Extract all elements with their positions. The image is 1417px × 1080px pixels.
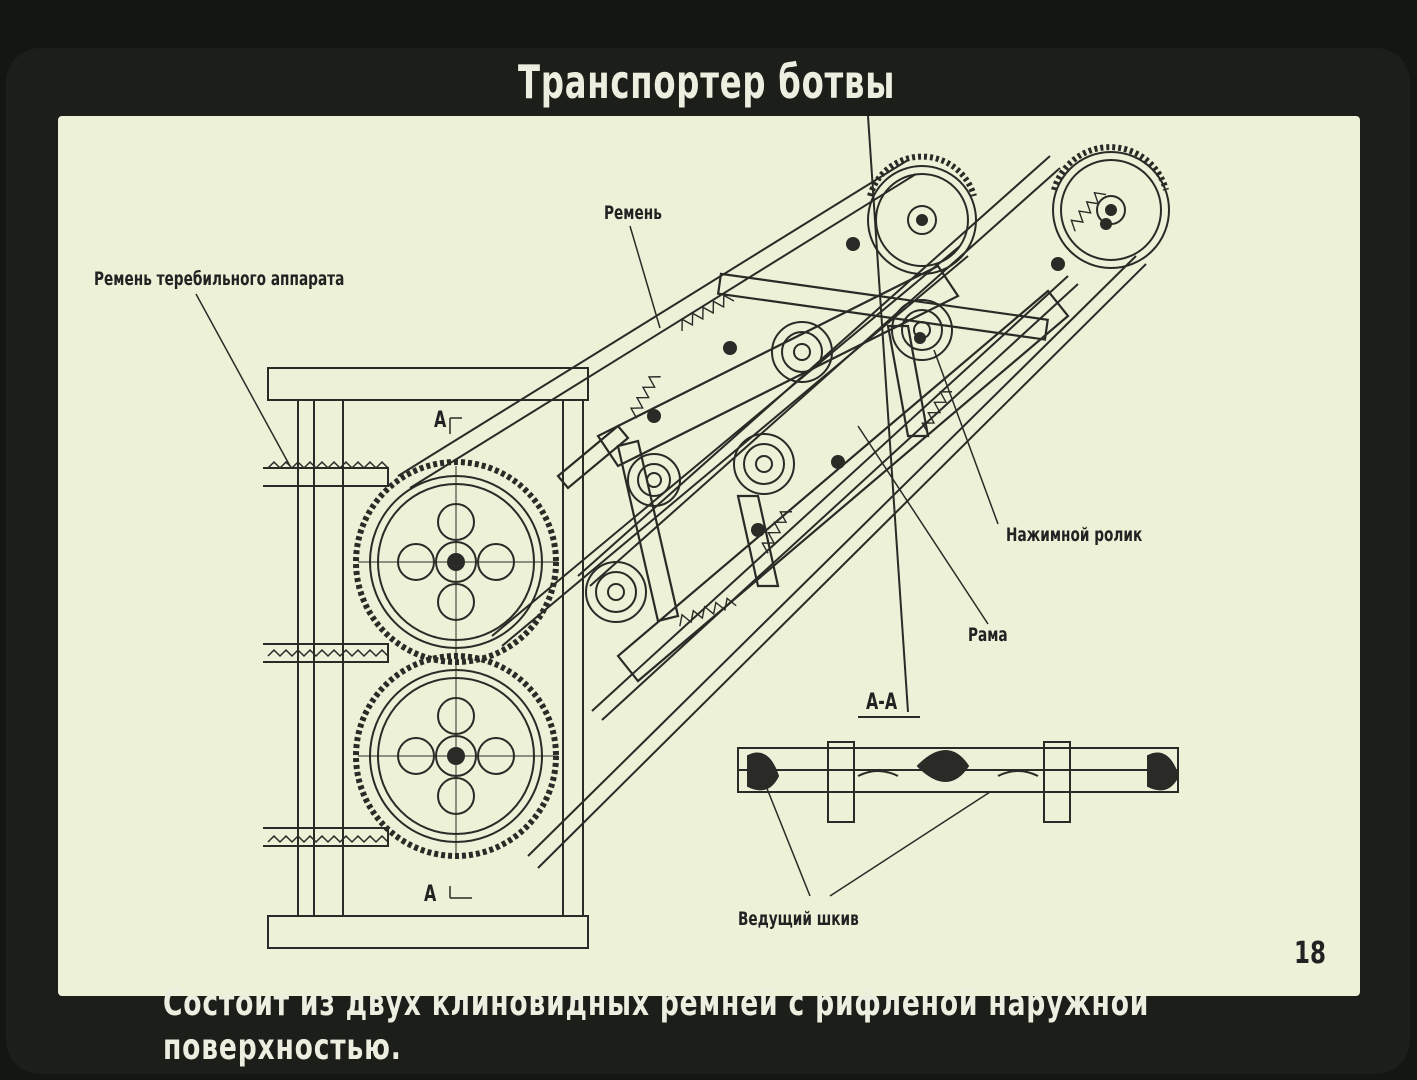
section-title: А-А (866, 690, 898, 715)
pressure-rollers (585, 299, 953, 623)
belts (397, 155, 1147, 869)
top-pulleys (867, 144, 1170, 275)
label-belt: Ремень (604, 202, 662, 224)
section-a-a (737, 116, 1180, 823)
frame-bars (556, 264, 1070, 683)
label-belt-puller: Ремень теребильного аппарата (94, 268, 345, 290)
drive-pulleys (353, 459, 559, 859)
label-pressure-roller: Нажимной ролик (1006, 524, 1143, 546)
diagram-panel: Ремень теребильного аппарата Ремень Нажи… (58, 116, 1360, 996)
page-number: 18 (1294, 936, 1326, 971)
label-drive-pulley: Ведущий шкив (738, 908, 859, 930)
leader-lines (195, 225, 999, 899)
machine-frame (263, 367, 589, 949)
label-frame: Рама (968, 624, 1008, 646)
conveyor-drawing (195, 116, 1180, 949)
section-mark-bottom: А (424, 882, 437, 907)
slide-caption: Состоит из двух клиновидных ремней с риф… (163, 983, 1150, 1068)
slide-title: Транспортер ботвы (518, 55, 896, 109)
springs (629, 191, 1107, 627)
section-mark-top: А (434, 408, 447, 433)
